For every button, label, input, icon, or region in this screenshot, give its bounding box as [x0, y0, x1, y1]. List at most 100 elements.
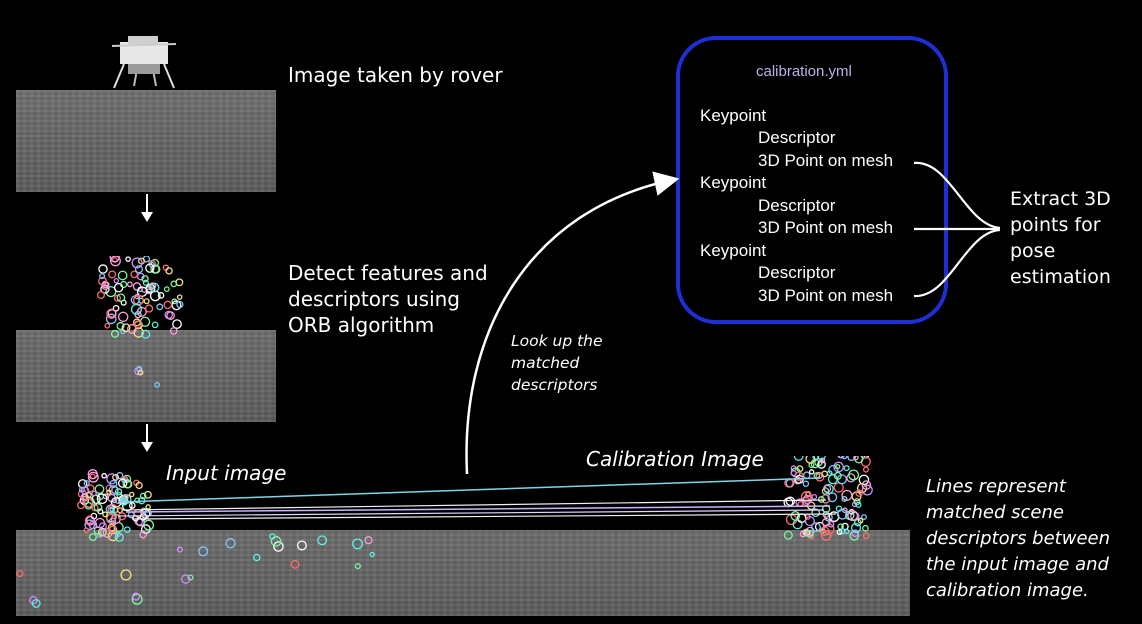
keypoint-marker	[126, 281, 133, 288]
keypoint-marker	[130, 270, 139, 279]
keypoint-marker	[834, 463, 841, 470]
keypoint-marker	[841, 456, 848, 460]
keypoint-marker	[808, 469, 815, 475]
keypoint-marker	[84, 519, 96, 531]
keypoint-marker	[113, 277, 120, 284]
keypoint-marker	[156, 303, 164, 311]
keypoint-marker	[109, 479, 118, 489]
keypoint-marker	[114, 532, 124, 542]
keypoint-marker	[129, 491, 135, 498]
keypoint-marker	[139, 316, 151, 327]
keypoint-marker	[163, 286, 170, 293]
caption-detect: Detect features and descriptors using OR…	[288, 261, 488, 337]
keypoint-marker	[145, 263, 155, 273]
descriptor-label: Descriptor	[758, 196, 836, 215]
keypoint-marker	[296, 540, 307, 551]
keypoint-marker	[820, 526, 830, 536]
keypoint-marker	[148, 284, 154, 290]
keypoint-marker	[861, 480, 872, 490]
keypoint-marker	[83, 498, 94, 508]
keypoint-marker	[172, 319, 182, 330]
keypoint-marker	[80, 486, 90, 495]
keypoint-marker	[94, 484, 105, 495]
keypoint-marker	[793, 456, 804, 461]
keypoint-marker	[98, 276, 108, 286]
keypoint-marker	[802, 480, 810, 487]
keypoint-marker	[102, 511, 109, 518]
keypoint-marker	[803, 471, 811, 479]
point-label: 3D Point on mesh	[758, 151, 894, 170]
keypoint-marker	[290, 559, 300, 569]
keypoint-marker	[98, 522, 107, 531]
keypoint-marker	[117, 270, 128, 281]
keypoint-marker	[862, 532, 870, 540]
keypoint-marker	[85, 492, 92, 498]
keypoint-marker	[823, 483, 834, 494]
keypoint-marker	[142, 279, 149, 286]
keypoint-marker	[820, 529, 832, 541]
keypoint-marker	[151, 321, 159, 329]
keypoint-marker	[176, 300, 184, 309]
keypoint-marker	[817, 460, 826, 469]
keypoint-marker	[116, 293, 126, 303]
keypoint-marker	[821, 470, 829, 478]
keypoint-marker	[109, 256, 120, 263]
keypoint-marker	[131, 593, 143, 605]
keypoint-marker	[107, 309, 117, 318]
keypoint-label: Keypoint	[700, 106, 767, 125]
keypoint-marker	[120, 569, 132, 581]
keypoint-marker	[846, 473, 856, 483]
keypoint-marker	[225, 538, 236, 549]
keypoint-marker	[134, 265, 144, 274]
caption-calibration-image: Calibration Image	[586, 447, 764, 471]
keypoint-marker	[154, 381, 161, 388]
keypoint-marker	[137, 369, 144, 376]
keypoint-marker	[141, 275, 149, 283]
keypoint-marker	[139, 530, 147, 539]
caption-rover: Image taken by rover	[288, 63, 503, 87]
keypoint-marker	[811, 508, 820, 518]
keypoint-marker	[121, 323, 131, 333]
keypoint-marker	[198, 546, 209, 557]
keypoint-marker	[31, 599, 41, 608]
keypoint-marker	[163, 300, 173, 310]
point-label: 3D Point on mesh	[758, 218, 894, 237]
keypoint-marker	[145, 504, 151, 510]
keypoint-marker	[833, 461, 844, 473]
keypoint-marker	[176, 546, 184, 553]
keypoint-marker	[97, 527, 107, 537]
keypoint-marker	[144, 304, 154, 313]
lander-illustration	[108, 34, 180, 90]
keypoint-marker	[88, 520, 98, 530]
keypoint-marker	[169, 327, 178, 335]
keypoint-marker	[112, 304, 120, 312]
keypoint-marker	[83, 527, 90, 534]
caption-input-image: Input image	[166, 461, 287, 485]
keypoint-marker	[16, 570, 24, 578]
flow-arrow-1	[146, 194, 148, 212]
keypoint-marker	[369, 551, 375, 558]
keypoint-marker	[842, 507, 848, 514]
keypoint-label: Keypoint	[700, 241, 767, 260]
keypoint-marker	[853, 456, 859, 461]
keypoint-marker	[83, 480, 90, 487]
keypoint-marker	[110, 329, 119, 338]
keypoint-marker	[127, 324, 137, 334]
keypoint-marker	[117, 311, 129, 323]
keypoint-marker	[87, 469, 98, 480]
keypoint-marker	[115, 531, 121, 538]
keypoint-marker	[862, 466, 869, 473]
keypoint-marker	[106, 473, 118, 485]
descriptor-label: Descriptor	[758, 263, 836, 282]
keypoint-marker	[799, 530, 807, 538]
keypoint-marker	[828, 464, 839, 476]
keypoint-marker	[850, 522, 862, 533]
keypoint-marker	[107, 530, 119, 542]
arrow-down-icon	[141, 442, 153, 452]
keypoint-marker	[841, 496, 848, 502]
keypoint-marker	[811, 493, 818, 500]
keypoint-marker	[273, 541, 284, 552]
keypoint-marker	[841, 489, 853, 501]
keypoint-marker	[836, 529, 843, 535]
keypoint-marker	[130, 303, 142, 315]
